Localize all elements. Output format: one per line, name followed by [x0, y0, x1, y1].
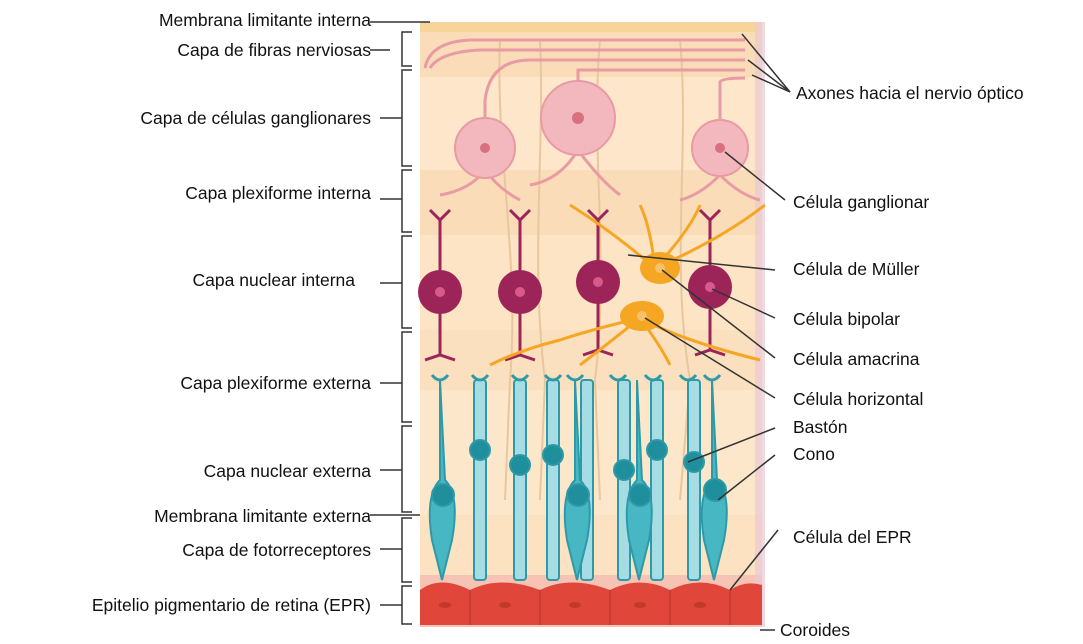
- label-celula-amacrina: Célula amacrina: [793, 349, 919, 369]
- label-celula-ganglionar: Célula ganglionar: [793, 192, 929, 212]
- label-celula-muller: Célula de Müller: [793, 259, 919, 279]
- label-baston: Bastón: [793, 417, 847, 437]
- label-capa-plexiforme-interna: Capa plexiforme interna: [185, 183, 371, 203]
- label-capa-fotorreceptores: Capa de fotorreceptores: [182, 540, 371, 560]
- label-capa-nuclear-interna: Capa nuclear interna: [193, 270, 355, 290]
- label-membrana-limitante-interna: Membrana limitante interna: [159, 10, 371, 30]
- label-capa-plexiforme-externa: Capa plexiforme externa: [180, 373, 371, 393]
- label-axones-nervio-optico: Axones hacia el nervio óptico: [796, 83, 1024, 103]
- label-celula-horizontal: Célula horizontal: [793, 389, 923, 409]
- label-celula-epr: Célula del EPR: [793, 527, 912, 547]
- label-membrana-limitante-externa: Membrana limitante externa: [154, 506, 371, 526]
- label-capa-celulas-ganglionares: Capa de células ganglionares: [140, 108, 371, 128]
- label-epitelio-pigmentario: Epitelio pigmentario de retina (EPR): [92, 595, 371, 615]
- label-coroides: Coroides: [780, 620, 850, 640]
- label-capa-nuclear-externa: Capa nuclear externa: [204, 461, 371, 481]
- label-celula-bipolar: Célula bipolar: [793, 309, 900, 329]
- label-cono: Cono: [793, 444, 835, 464]
- label-capa-fibras-nerviosas: Capa de fibras nerviosas: [177, 40, 371, 60]
